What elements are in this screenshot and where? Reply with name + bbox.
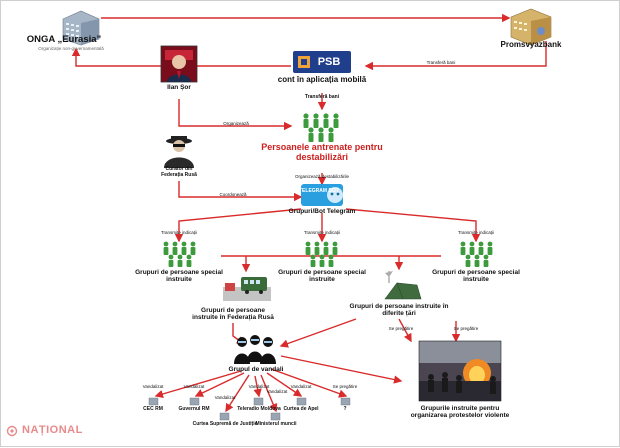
footer-brand-text: NAȚIONAL <box>22 424 83 436</box>
group-left-title: Grupuri de persoane special instruite <box>135 269 223 284</box>
protest-groups-title: Grupurile instruite pentru organizarea p… <box>410 405 510 420</box>
bank-title: Promsvyazbank <box>500 40 562 49</box>
group-right-title: Grupuri de persoane special instruite <box>432 269 520 284</box>
ilan-sor-name: Ilan Șor <box>167 84 191 91</box>
edge-vandals-t5 <box>260 374 278 413</box>
edge-vandals-t2 <box>194 372 245 397</box>
edge-vandals-t1 <box>154 370 242 399</box>
target-action: Vandalizat <box>214 395 236 400</box>
edge-label-organize: Organizează <box>223 121 249 126</box>
target-name: Guvernul RM <box>178 406 210 412</box>
target-name: Curtea Supremă de Justiție <box>192 421 258 427</box>
edge-bank-psb <box>364 41 547 71</box>
bus-icon <box>223 277 271 301</box>
edge-vandals-t4 <box>253 375 262 398</box>
institution-icon <box>148 397 351 421</box>
edge-telegram-left <box>174 208 302 243</box>
spy-icon <box>164 136 194 168</box>
edge-label-transmit-mid: Transmite indicații <box>303 230 341 235</box>
target-name: ? <box>343 406 347 412</box>
target-name: Ministerul muncii <box>255 421 297 427</box>
target-action: Vandalizat <box>290 384 312 389</box>
people-group-icon <box>305 241 338 267</box>
target-name: CEC RM <box>143 406 163 412</box>
military-tent-icon <box>384 271 422 300</box>
edge-vandals-t6 <box>266 372 303 397</box>
onga-title: ONGA „Eurasia” <box>26 34 102 45</box>
edge-label-transfer-onga: Transferă bani <box>426 60 456 65</box>
bank-building-icon <box>510 8 552 46</box>
target-action: Vandalizat <box>142 384 164 389</box>
target-action: Vandalizat <box>266 389 288 394</box>
edge-label-coordinate: Coordonează <box>219 192 247 197</box>
people-group-icon <box>303 113 339 142</box>
edge-vandals-t3 <box>225 374 250 413</box>
target-action: Vandalizat <box>248 384 270 389</box>
persons-title: Persoanele antrenate pentru destabilizăr… <box>261 142 383 162</box>
group-mid-title: Grupuri de persoane special instruite <box>278 269 366 284</box>
edge-label-transmit-right: Transmite indicații <box>457 230 495 235</box>
target-name: Curtea de Apel <box>283 406 319 412</box>
group-russia-title: Grupuri de persoane instruite în Federaț… <box>192 307 274 322</box>
edge-telegram-right <box>345 208 481 243</box>
building-icon <box>62 10 100 46</box>
psb-brand: PSB <box>317 56 341 68</box>
edge-vandals-protest <box>280 355 403 384</box>
group-abroad-title: Grupuri de persoane instruite în diferit… <box>349 303 449 318</box>
psb-title: cont în aplicația mobilă <box>277 75 367 84</box>
edge-abroad-vandals <box>279 318 357 348</box>
protest-photo <box>418 340 502 402</box>
edge-psb-onga <box>71 47 291 67</box>
people-group-icon <box>460 241 493 267</box>
footer-logo-icon <box>6 425 18 437</box>
psb-logo-icon <box>293 51 351 73</box>
target-action: Vandalizat <box>183 384 205 389</box>
telegram-badge: TELEGRAM BOT <box>299 188 339 194</box>
telegram-bot-icon <box>301 184 343 206</box>
target-action: Se pregătire <box>332 384 358 389</box>
portrait-icon <box>160 45 198 83</box>
edge-abroad-protest <box>398 318 412 343</box>
edge-label-prepare-b: Se pregătire <box>453 326 479 331</box>
target-name: Teleradio Moldova <box>237 406 281 412</box>
edge-label-transmit-left: Transmite indicații <box>160 230 198 235</box>
edge-label-prepare-a: Se pregătire <box>388 326 414 331</box>
footer-brand: NAȚIONAL <box>6 424 83 436</box>
onga-subtitle: Organizație non-guvernamentală <box>38 46 104 51</box>
edge-label-transfer-persons: Transferă bani <box>304 94 340 100</box>
edge-label-organize-destab: Organizează destabilizările <box>294 174 350 179</box>
vandals-icon <box>234 335 276 364</box>
edge-curator-telegram <box>178 181 303 202</box>
vandals-title: Grupul de vandali <box>228 366 284 373</box>
edge-vandals-t7 <box>270 368 348 398</box>
curator-title: Curator din Federația Rusă <box>161 166 197 178</box>
telegram-title: Grupuri/Bot Telegram <box>288 208 356 215</box>
people-group-icon <box>163 241 196 267</box>
edge-sor-persons <box>178 99 293 131</box>
